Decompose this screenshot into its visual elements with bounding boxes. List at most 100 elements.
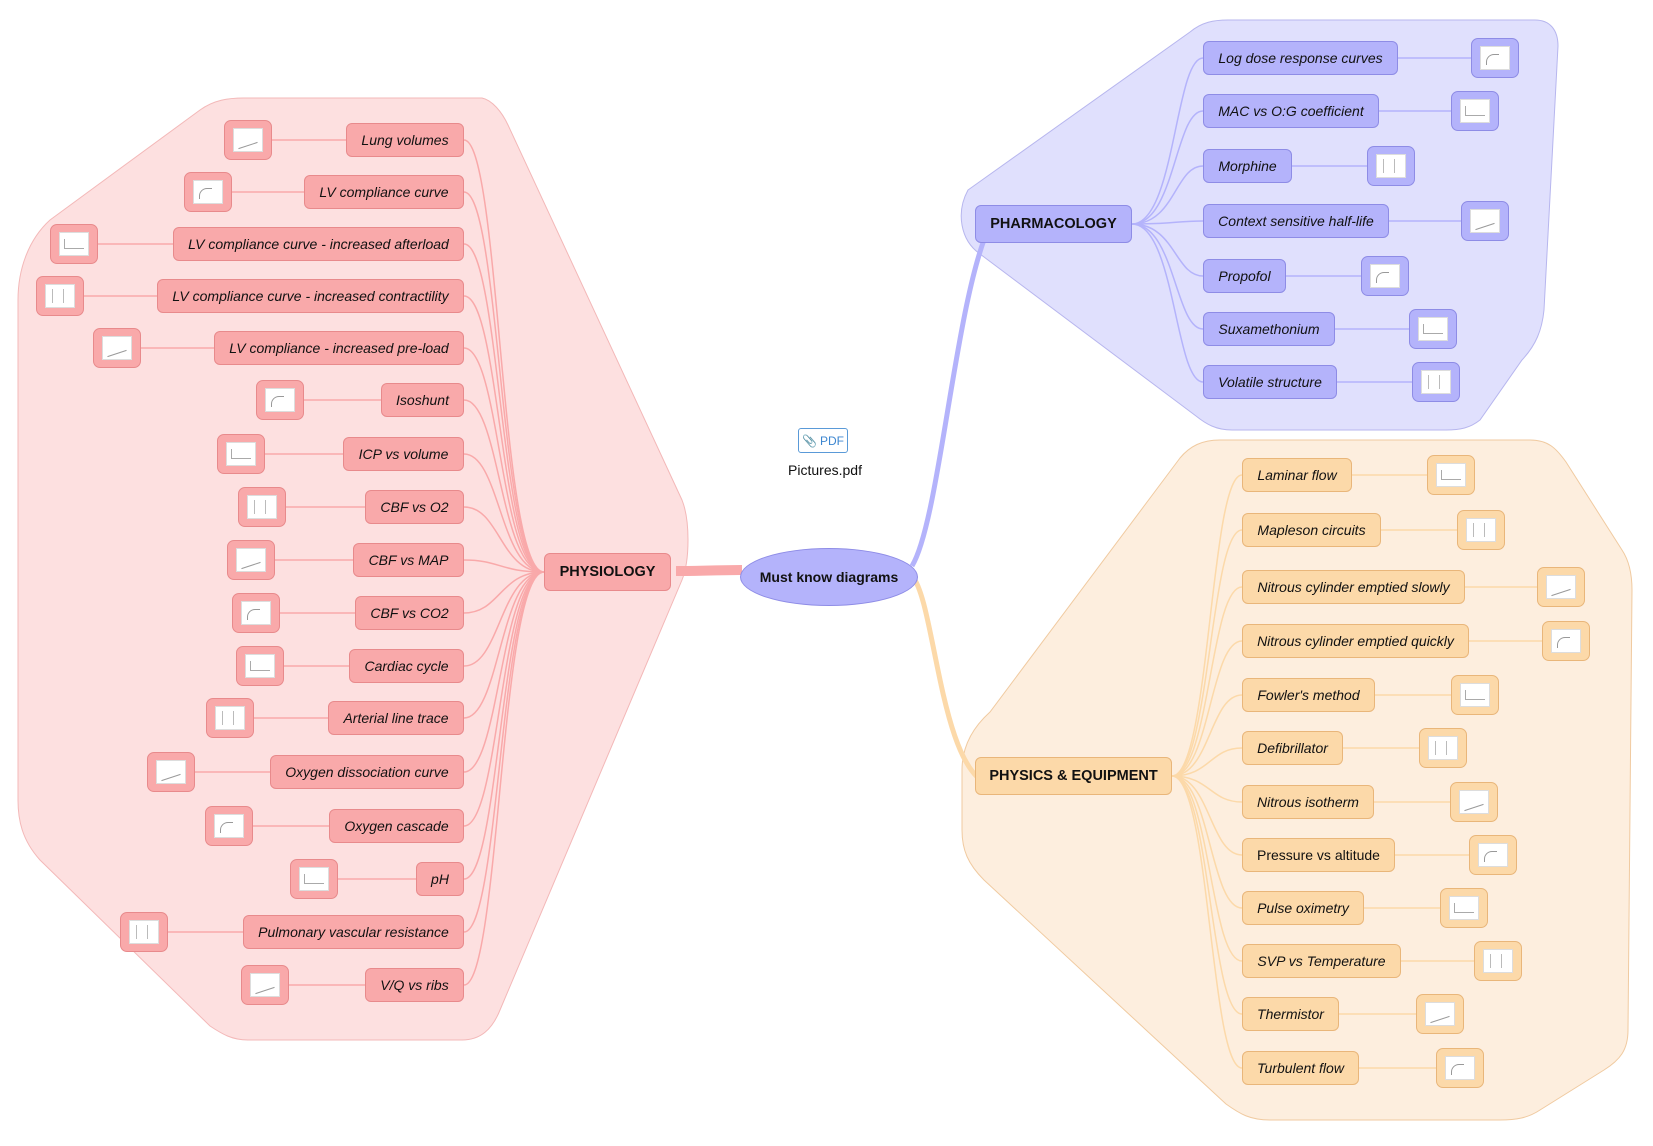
equipment-topic-pulse-oximetry[interactable]: Pulse oximetry [1242,891,1364,925]
connector-pharmacology-suxamethonium [1131,223,1204,330]
thumbnail-graph-icon [231,449,251,459]
pharmacology-thumbnail-volatile-structure[interactable] [1412,362,1460,402]
physiology-thumbnail-cbf-vs-map[interactable] [227,540,275,580]
physiology-topic-arterial-line-trace[interactable]: Arterial line trace [328,701,464,735]
equipment-thumbnail-pulse-oximetry[interactable] [1440,888,1488,928]
equipment-topic-mapleson-circuits[interactable]: Mapleson circuits [1242,513,1381,547]
equipment-thumbnail-nitrous-isotherm[interactable] [1450,782,1498,822]
physiology-thumbnail-lung-volumes[interactable] [224,120,272,160]
thumbnail-preview [250,973,280,997]
pharmacology-thumbnail-context-sensitive-half-life[interactable] [1461,201,1509,241]
pharmacology-topic-context-sensitive-half-life[interactable]: Context sensitive half-life [1203,204,1389,238]
physiology-topic-lv-compliance-curve-increased-afterload[interactable]: LV compliance curve - increased afterloa… [173,227,464,261]
pharmacology-thumbnail-mac-vs-o-g-coefficient[interactable] [1451,91,1499,131]
equipment-thumbnail-nitrous-cylinder-emptied-quickly[interactable] [1542,621,1590,661]
physiology-topic-cbf-vs-map[interactable]: CBF vs MAP [353,543,464,577]
physiology-thumbnail-oxygen-cascade[interactable] [205,806,253,846]
equipment-thumbnail-laminar-flow[interactable] [1427,455,1475,495]
equipment-thumbnail-thermistor[interactable] [1416,994,1464,1034]
physiology-thumbnail-ph[interactable] [290,859,338,899]
pharmacology-thumbnail-morphine[interactable] [1367,146,1415,186]
physiology-thumbnail-lv-compliance-increased-pre-load[interactable] [93,328,141,368]
connector-physiology-cardiac-cycle [463,571,545,667]
equipment-topic-nitrous-cylinder-emptied-quickly[interactable]: Nitrous cylinder emptied quickly [1242,624,1469,658]
physiology-thumbnail-icp-vs-volume[interactable] [217,434,265,474]
connector-pharmacology-context-sensitive-half-life [1131,220,1204,225]
physiology-thumbnail-cbf-vs-o2[interactable] [238,487,286,527]
equipment-topic-turbulent-flow[interactable]: Turbulent flow [1242,1051,1359,1085]
physiology-thumbnail-lv-compliance-curve-increased-contractility[interactable] [36,276,84,316]
physiology-thumbnail-cardiac-cycle[interactable] [236,646,284,686]
pharmacology-topic-log-dose-response-curves[interactable]: Log dose response curves [1203,41,1398,75]
attachment-filename[interactable]: Pictures.pdf [788,462,862,478]
equipment-thumbnail-defibrillator[interactable] [1419,728,1467,768]
physiology-topic-oxygen-dissociation-curve[interactable]: Oxygen dissociation curve [270,755,464,789]
branch-pharmacology[interactable]: PHARMACOLOGY [975,205,1132,243]
equipment-topic-nitrous-isotherm[interactable]: Nitrous isotherm [1242,785,1374,819]
pharmacology-topic-mac-vs-o-g-coefficient[interactable]: MAC vs O:G coefficient [1203,94,1379,128]
physiology-topic-isoshunt[interactable]: Isoshunt [381,383,464,417]
physiology-thumbnail-arterial-line-trace[interactable] [206,698,254,738]
thumbnail-preview [214,814,244,838]
branch-physiology[interactable]: PHYSIOLOGY [544,553,671,591]
physiology-thumbnail-oxygen-dissociation-curve[interactable] [147,752,195,792]
pharmacology-thumbnail-propofol[interactable] [1361,256,1409,296]
thumbnail-graph-icon [161,773,181,782]
connector-physiology-pulmonary-vascular-resistance [463,571,545,933]
equipment-topic-nitrous-cylinder-emptied-slowly[interactable]: Nitrous cylinder emptied slowly [1242,570,1465,604]
pharmacology-topic-suxamethonium[interactable]: Suxamethonium [1203,312,1335,346]
equipment-topic-fowler-s-method[interactable]: Fowler's method [1242,678,1375,712]
physiology-thumbnail-pulmonary-vascular-resistance[interactable] [120,912,168,952]
physiology-thumbnail-v-q-vs-ribs[interactable] [241,965,289,1005]
physiology-topic-cbf-vs-co2[interactable]: CBF vs CO2 [355,596,464,630]
equipment-thumbnail-fowler-s-method[interactable] [1451,675,1499,715]
thumbnail-graph-icon [1435,741,1447,755]
equipment-topic-svp-vs-temperature[interactable]: SVP vs Temperature [1242,944,1401,978]
physiology-topic-cardiac-cycle[interactable]: Cardiac cycle [349,649,464,683]
connector-physiology-isoshunt [463,399,545,573]
central-topic[interactable]: Must know diagrams [740,548,918,606]
physiology-topic-lv-compliance-curve[interactable]: LV compliance curve [304,175,464,209]
physiology-topic-v-q-vs-ribs[interactable]: V/Q vs ribs [365,968,464,1002]
pharmacology-topic-propofol[interactable]: Propofol [1203,259,1286,293]
equipment-thumbnail-pressure-vs-altitude[interactable] [1469,835,1517,875]
thumbnail-preview [226,442,256,466]
physiology-topic-pulmonary-vascular-resistance[interactable]: Pulmonary vascular resistance [243,915,464,949]
equipment-topic-pressure-vs-altitude[interactable]: Pressure vs altitude [1242,838,1395,872]
physiology-thumbnail-isoshunt[interactable] [256,380,304,420]
connector-physiology-lv-compliance-increased-pre-load [463,347,545,573]
pharmacology-topic-volatile-structure[interactable]: Volatile structure [1203,365,1337,399]
thumbnail-graph-icon [238,141,258,150]
equipment-thumbnail-turbulent-flow[interactable] [1436,1048,1484,1088]
equipment-thumbnail-mapleson-circuits[interactable] [1457,510,1505,550]
physiology-topic-oxygen-cascade[interactable]: Oxygen cascade [329,809,464,843]
equipment-topic-laminar-flow[interactable]: Laminar flow [1242,458,1352,492]
pharmacology-topic-morphine[interactable]: Morphine [1203,149,1292,183]
equipment-thumbnail-nitrous-cylinder-emptied-slowly[interactable] [1537,567,1585,607]
thumbnail-preview [299,867,329,891]
thumbnail-preview [1449,896,1479,920]
physiology-topic-ph[interactable]: pH [416,862,464,896]
equipment-topic-thermistor[interactable]: Thermistor [1242,997,1339,1031]
physiology-thumbnail-lv-compliance-curve[interactable] [184,172,232,212]
physiology-thumbnail-cbf-vs-co2[interactable] [232,593,280,633]
thumbnail-graph-icon [1484,851,1497,862]
equipment-topic-defibrillator[interactable]: Defibrillator [1242,731,1343,765]
physiology-topic-lv-compliance-curve-increased-contractility[interactable]: LV compliance curve - increased contract… [157,279,464,313]
physiology-topic-lung-volumes[interactable]: Lung volumes [346,123,464,157]
pharmacology-thumbnail-suxamethonium[interactable] [1409,309,1457,349]
thumbnail-preview [265,388,295,412]
physiology-topic-cbf-vs-o2[interactable]: CBF vs O2 [365,490,464,524]
physiology-thumbnail-lv-compliance-curve-increased-afterload[interactable] [50,224,98,264]
branch-physics-equipment[interactable]: PHYSICS & EQUIPMENT [975,757,1172,795]
thumbnail-preview [193,180,223,204]
physiology-topic-icp-vs-volume[interactable]: ICP vs volume [343,437,464,471]
physiology-topic-lv-compliance-increased-pre-load[interactable]: LV compliance - increased pre-load [214,331,464,365]
equipment-thumbnail-svp-vs-temperature[interactable] [1474,941,1522,981]
connector-physiology-oxygen-dissociation-curve [463,571,545,773]
pdf-attachment-icon[interactable]: 📎 PDF [798,428,848,453]
thumbnail-graph-icon [1465,690,1485,700]
pharmacology-thumbnail-log-dose-response-curves[interactable] [1471,38,1519,78]
connector-equipment-laminar-flow [1171,474,1243,777]
